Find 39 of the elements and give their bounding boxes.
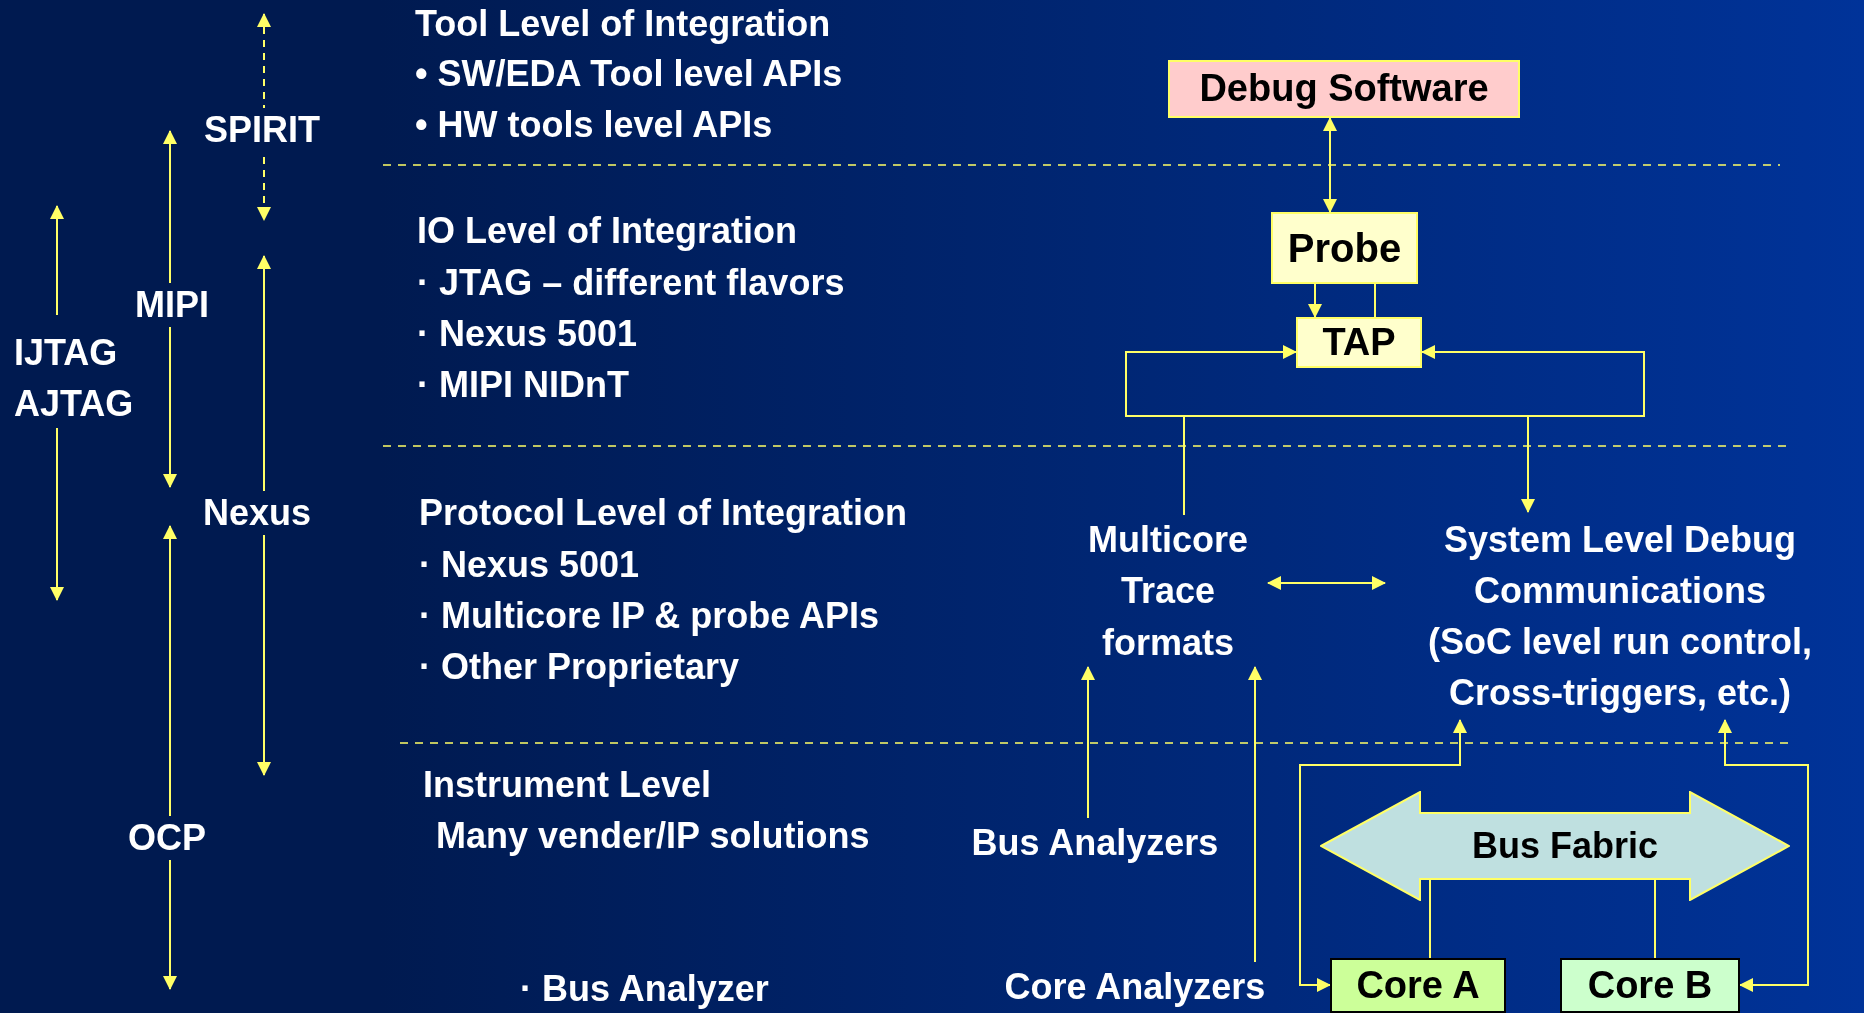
arrow	[1081, 666, 1095, 819]
node-text: Core Analyzers	[1004, 965, 1266, 1010]
level-heading: Tool Level of Integration	[415, 2, 831, 46]
bullet-item: · MIPI NIDnT	[417, 363, 629, 407]
bullet-item: · JTAG – different flavors	[417, 261, 845, 305]
arrow	[1421, 345, 1645, 513]
node-text: Multicore Trace formats	[1087, 518, 1249, 665]
bullet-item: · Nexus 5001	[419, 543, 640, 587]
arrow	[1299, 719, 1467, 992]
bullet-item: Many vender/IP solutions	[436, 814, 870, 858]
bullet-item: · Nexus 5001	[417, 312, 638, 356]
bullet-item: · Other Proprietary	[419, 645, 740, 689]
bullet-item: · Bus Analyzer	[520, 967, 769, 1011]
node-text: System Level Debug Communications	[1442, 517, 1798, 613]
level-heading: IO Level of Integration	[417, 209, 798, 253]
bullet-item: · Multicore IP & probe APIs	[419, 594, 880, 638]
bus-label: Bus Fabric	[1471, 824, 1658, 869]
debug-software-box: Debug Software	[1168, 60, 1520, 118]
node-text: Bus Analyzers	[971, 821, 1219, 866]
arrow	[1267, 576, 1386, 590]
connector-line	[1374, 283, 1376, 318]
connector-line	[1429, 878, 1431, 959]
bullet-item: • SW/EDA Tool level APIs	[415, 52, 843, 96]
tap-box: TAP	[1296, 317, 1422, 368]
arrow	[1308, 283, 1322, 318]
arrow	[1125, 345, 1297, 516]
core-box: Core B	[1560, 958, 1740, 1013]
probe-box: Probe	[1271, 212, 1418, 284]
arrow	[1718, 719, 1809, 992]
bullet-item: AJTAG	[14, 382, 134, 426]
level-heading: Instrument Level	[423, 763, 712, 807]
node-text: (SoC level run control, Cross-triggers, etc.)	[1426, 620, 1813, 716]
bullet-item: IJTAG	[14, 331, 118, 375]
core-box: Core A	[1330, 958, 1506, 1013]
arrow	[1323, 117, 1337, 213]
arrow	[1248, 666, 1262, 963]
connector-line	[1654, 878, 1656, 959]
bullet-item: • HW tools level APIs	[415, 103, 773, 147]
level-heading: Protocol Level of Integration	[419, 491, 908, 535]
